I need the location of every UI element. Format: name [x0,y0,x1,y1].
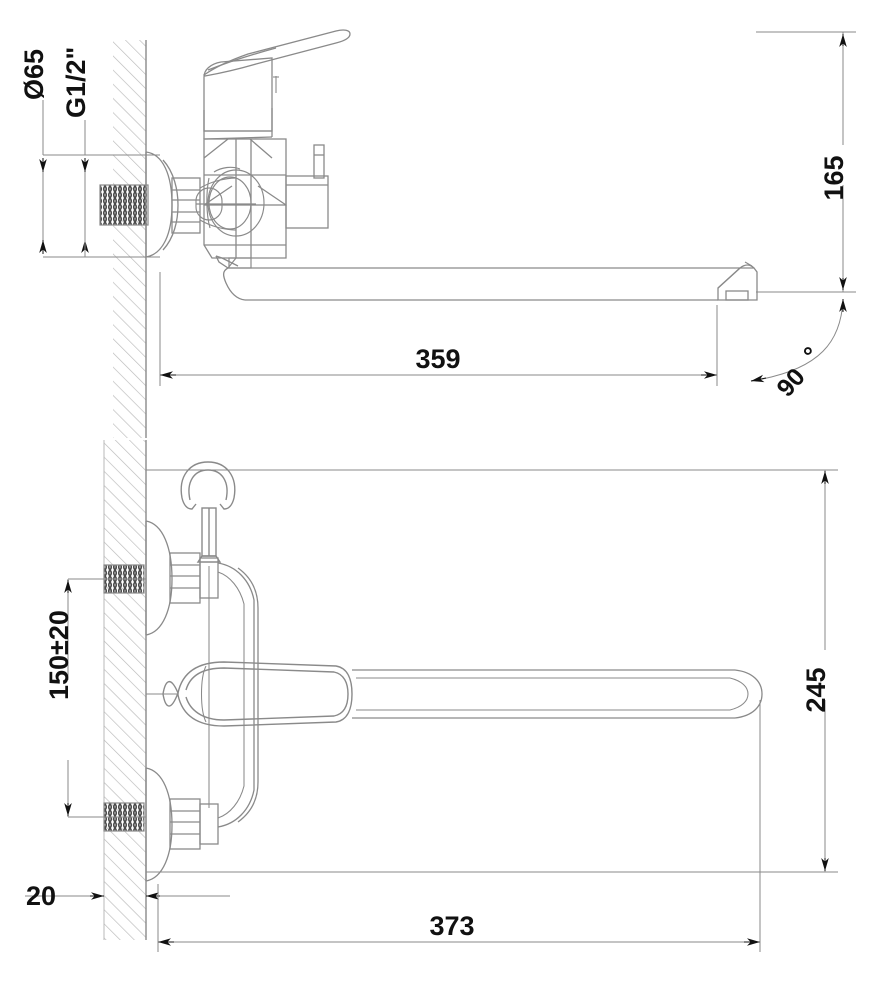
diverter-knob-side [285,144,329,229]
cartridge-detail-side [195,166,265,237]
dimension-373: 373 [157,700,761,952]
shower-holder-front [180,461,236,563]
dimension-dia65: Ø65 [19,49,160,258]
wall-section-front [103,440,147,940]
dimension-label-g-half-inch: G1/2" [61,47,91,118]
degree-symbol-icon: ° [798,342,825,368]
wall-section-side [113,40,147,438]
front-view-group: 150±20 20 245 373 [25,440,838,952]
flange-upper-front [145,520,219,636]
dimension-g-half-inch: G1/2" [61,47,91,257]
dimension-245: 245 [770,469,838,873]
lever-handle-front [146,661,353,727]
dimension-label-dia65: Ø65 [19,49,49,100]
mixer-body-side [203,57,287,259]
projection-lines-front [146,469,838,897]
spout-base-side [227,257,252,269]
mixer-body-front [208,562,259,828]
dimension-label-165: 165 [819,155,849,200]
spout-side [215,255,758,301]
flange-cone-side [145,151,179,258]
dimension-label-373: 373 [429,911,474,941]
dimension-90-degrees: 90 ° [750,299,847,402]
inlet-thread-side [99,184,149,226]
dimension-150-plus-minus-20: 150±20 [44,578,146,818]
dimension-165: 165 [756,31,856,293]
dimension-label-245: 245 [801,667,831,712]
inlet-nut-side [171,177,201,234]
side-view-group: Ø65 G1/2" 165 359 [19,29,856,438]
dimension-label-150-plus-minus-20: 150±20 [44,610,74,700]
dimension-20: 20 [25,881,196,911]
dimension-label-90-degrees: 90 [771,363,810,402]
lever-handle-side [202,29,351,93]
flange-lower-front [145,767,219,882]
dimension-label-359: 359 [415,344,460,374]
dimension-359: 359 [159,272,718,386]
dimension-label-20: 20 [26,881,56,911]
spout-front [352,669,763,719]
